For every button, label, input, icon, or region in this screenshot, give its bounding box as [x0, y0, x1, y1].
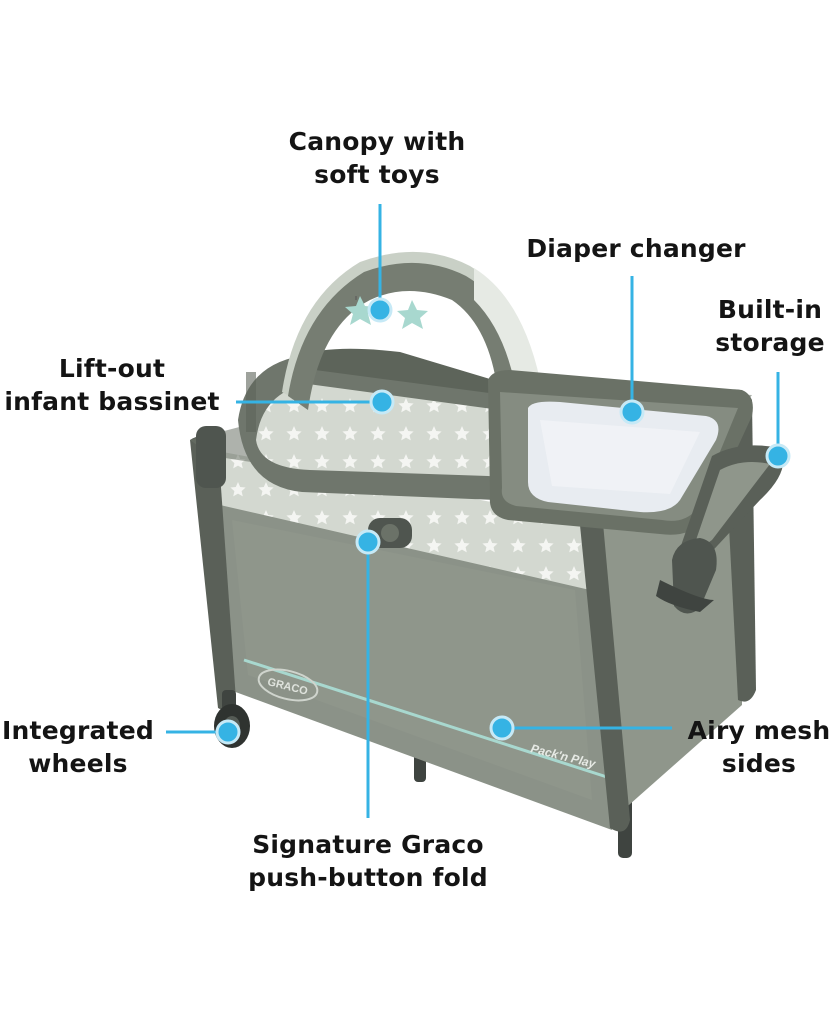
marker-storage: [765, 443, 791, 469]
leader-lines: [166, 204, 780, 818]
storage-organizer: [656, 445, 784, 614]
marker-canopy: [367, 297, 393, 323]
changing-table: [488, 370, 753, 535]
callout-mesh: Airy mesh sides: [687, 716, 831, 778]
marker-mesh: [489, 715, 515, 741]
callout-markers: [215, 297, 791, 745]
marker-bassinet: [369, 389, 395, 415]
callout-canopy: Canopy with soft toys: [288, 127, 466, 189]
callout-bassinet: Lift-out infant bassinet: [4, 354, 220, 416]
marker-wheels: [215, 719, 241, 745]
callout-wheels: Integrated wheels: [2, 716, 154, 778]
callout-fold: Signature Graco push-button fold: [248, 830, 488, 892]
callout-diaper-changer: Diaper changer: [526, 234, 746, 263]
marker-diaper: [619, 399, 645, 425]
soft-toys: [345, 296, 428, 329]
marker-fold: [355, 529, 381, 555]
callout-storage: Built-in storage: [715, 295, 825, 357]
